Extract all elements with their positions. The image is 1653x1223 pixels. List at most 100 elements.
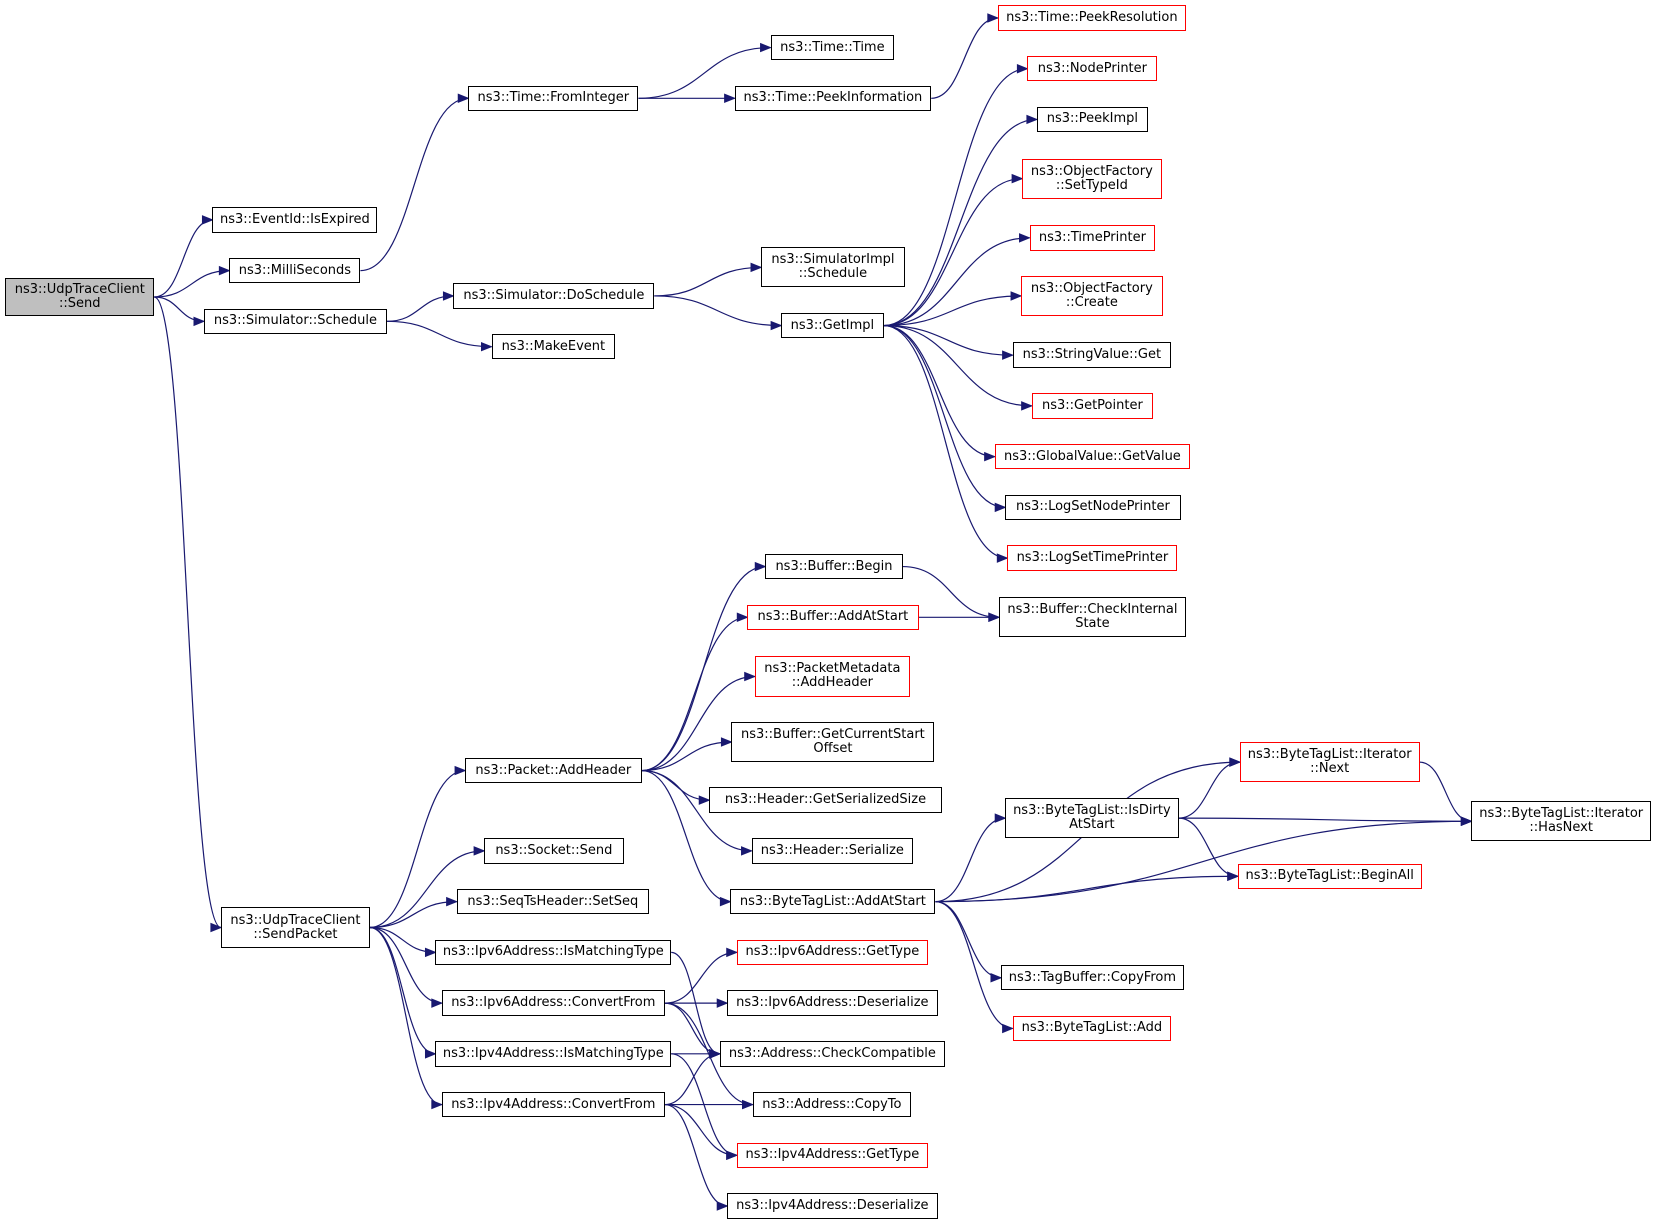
node-ipv4gettype[interactable]: ns3::Ipv4Address::GetType [736,1142,929,1168]
node-setseq[interactable]: ns3::SeqTsHeader::SetSeq [456,888,649,915]
arrowhead-icon [741,846,753,856]
arrowhead-icon [454,765,467,776]
node-label: ns3::Buffer::CheckInternal [1007,602,1178,618]
arrowhead-icon [1010,291,1023,301]
node-label: ns3::TagBuffer::CopyFrom [1008,969,1177,985]
edge-getimpl-to-logsettimeprinter [883,324,1008,559]
node-ipv4convertfrom[interactable]: ns3::Ipv4Address::ConvertFrom [441,1091,665,1118]
node-label: ns3::Buffer::GetCurrentStart [741,727,925,742]
node-settypeid[interactable]: ns3::ObjectFactory::SetTypeId [1022,158,1162,199]
node-label: ::SetTypeId [1055,177,1128,193]
node-ipv6ismatching[interactable]: ns3::Ipv6Address::IsMatchingType [435,939,672,966]
node-label: ns3::Time::PeekInformation [743,90,923,106]
node-milliseconds[interactable]: ns3::MilliSeconds [229,257,361,284]
node-beginall[interactable]: ns3::ByteTagList::BeginAll [1237,863,1422,889]
node-ipv6convertfrom[interactable]: ns3::Ipv6Address::ConvertFrom [441,990,665,1016]
node-isexpired[interactable]: ns3::EventId::IsExpired [212,207,378,233]
edge-bufferbegin-to-checkinternal [902,565,999,618]
edge-packetaddheader-to-getcurrentstart [641,741,732,772]
node-label: ns3::Ipv4Address::GetType [745,1147,920,1163]
edge-getimpl-to-globalvalue [883,324,995,458]
arrowhead-icon [446,896,458,907]
node-label: ns3::StringValue::Get [1022,347,1162,363]
arrowhead-icon [719,896,732,907]
node-iternext[interactable]: ns3::ByteTagList::Iterator::Next [1239,742,1420,783]
node-bufferbegin[interactable]: ns3::Buffer::Begin [765,553,903,580]
node-iterhasnext[interactable]: ns3::ByteTagList::Iterator::HasNext [1471,801,1652,842]
node-ipv4deserialize[interactable]: ns3::Ipv4Address::Deserialize [727,1193,938,1219]
edge-isdirty-to-iterhasnext [1178,817,1472,822]
node-ipv6deserialize[interactable]: ns3::Ipv6Address::Deserialize [727,990,938,1016]
node-logsetnodeprinter[interactable]: ns3::LogSetNodePrinter [1005,494,1181,521]
edge-btladdatstart-to-isdirty [935,817,1006,903]
node-peekinformation[interactable]: ns3::Time::PeekInformation [734,85,932,111]
node-ipv6gettype[interactable]: ns3::Ipv6Address::GetType [736,939,929,966]
node-label: ns3::Simulator::DoSchedule [463,287,645,303]
arrowhead-icon [987,13,1000,23]
edge-packetaddheader-to-pmaddheader [641,675,755,772]
node-getserializedsize[interactable]: ns3::Header::GetSerializedSize [709,787,942,813]
node-label: ns3::UdpTraceClient [14,282,145,297]
arrowhead-icon [716,1201,729,1211]
node-peekresolution[interactable]: ns3::Time::PeekResolution [997,5,1186,31]
arrowhead-icon [473,846,486,856]
node-label: State [1075,616,1110,632]
node-globalvalue[interactable]: ns3::GlobalValue::GetValue [994,443,1191,470]
arrowhead-icon [736,612,749,623]
node-label: ns3::ByteTagList::Iterator [1479,806,1644,822]
node-logsettimeprinter[interactable]: ns3::LogSetTimePrinter [1007,545,1178,571]
node-label: ns3::Buffer::Begin [775,558,893,574]
node-stringvalueget[interactable]: ns3::StringValue::Get [1012,342,1172,368]
node-makeevent[interactable]: ns3::MakeEvent [491,334,616,360]
arrowhead-icon [984,451,996,462]
node-checkcompatible[interactable]: ns3::Address::CheckCompatible [719,1041,945,1067]
node-label: ns3::Ipv6Address::GetType [745,944,920,960]
edge-milliseconds-to-frominteger [360,97,469,272]
node-label: ns3::ByteTagList::IsDirty [1013,803,1171,819]
node-tagbuffercopyfrom[interactable]: ns3::TagBuffer::CopyFrom [1000,965,1184,991]
node-sendpacket[interactable]: ns3::UdpTraceClient::SendPacket [220,906,370,949]
node-ofcreate[interactable]: ns3::ObjectFactory::Create [1021,275,1163,317]
node-frominteger[interactable]: ns3::Time::FromInteger [468,85,639,111]
node-label: ns3::GlobalValue::GetValue [1003,448,1181,464]
node-nodeprinter[interactable]: ns3::NodePrinter [1027,56,1158,82]
arrowhead-icon [760,42,772,53]
edge-packetaddheader-to-bufferaddatstart [641,616,748,772]
node-send[interactable]: ns3::UdpTraceClient::Send [5,277,155,317]
node-label: AtStart [1069,817,1115,833]
edge-sendpacket-to-socketsend [369,850,485,929]
node-getpointer[interactable]: ns3::GetPointer [1031,393,1154,419]
node-btladdatstart[interactable]: ns3::ByteTagList::AddAtStart [730,888,936,915]
node-headerserialize[interactable]: ns3::Header::Serialize [751,838,914,864]
node-peekimpl[interactable]: ns3::PeekImpl [1036,106,1148,133]
node-schedule[interactable]: ns3::Simulator::Schedule [204,308,387,334]
node-ipv4ismatching[interactable]: ns3::Ipv4Address::IsMatchingType [435,1041,672,1067]
arrowhead-icon [709,1049,722,1059]
node-packetaddheader[interactable]: ns3::Packet::AddHeader [465,757,642,784]
node-timeprinter[interactable]: ns3::TimePrinter [1029,225,1156,251]
node-bufferaddatstart[interactable]: ns3::Buffer::AddAtStart [747,604,919,630]
node-timetime[interactable]: ns3::Time::Time [770,34,895,61]
node-simimplschedule[interactable]: ns3::SimulatorImpl::Schedule [761,247,905,288]
node-pmaddheader[interactable]: ns3::PacketMetadata::AddHeader [754,656,911,697]
node-label: ::Send [59,296,101,311]
edge-getimpl-to-timeprinter [883,237,1030,327]
arrowhead-icon [994,502,1007,513]
edge-sendpacket-to-ipv4convertfrom [369,926,442,1106]
node-getimpl[interactable]: ns3::GetImpl [781,312,884,339]
node-btladd[interactable]: ns3::ByteTagList::Add [1012,1015,1172,1042]
arrowhead-icon [742,1099,754,1110]
arrowhead-icon [716,998,729,1008]
node-socketsend[interactable]: ns3::Socket::Send [484,838,624,864]
node-doschedule[interactable]: ns3::Simulator::DoSchedule [453,283,655,309]
node-addresscopyto[interactable]: ns3::Address::CopyTo [752,1091,912,1118]
node-label: ns3::SimulatorImpl [771,252,895,268]
node-label: ns3::Ipv4Address::Deserialize [736,1198,929,1214]
edge-packetaddheader-to-btladdatstart [641,769,731,903]
arrowhead-icon [996,553,1009,563]
node-label: ::AddHeader [791,675,873,691]
